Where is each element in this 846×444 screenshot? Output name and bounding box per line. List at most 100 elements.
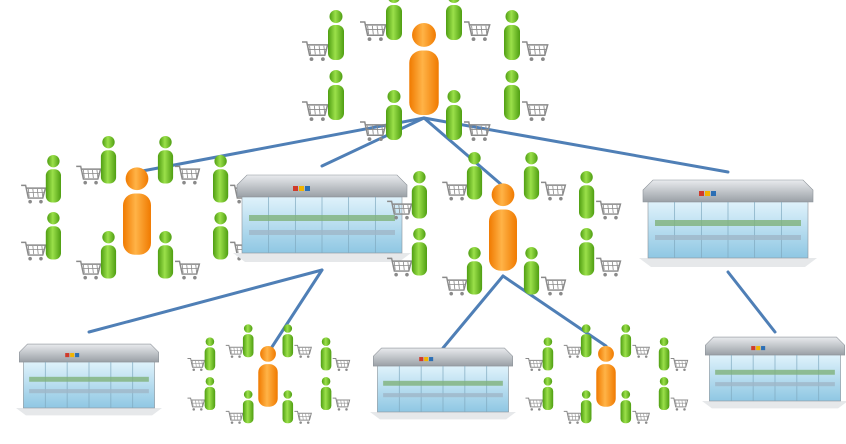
- person-green-icon: [579, 228, 595, 276]
- person-green-icon: [213, 212, 229, 260]
- shopping-cart-icon: [596, 200, 622, 220]
- person-green-icon: [213, 155, 229, 203]
- shopping-cart-icon: [225, 410, 244, 424]
- shopping-cart-icon: [360, 121, 387, 141]
- shopping-cart-icon: [21, 241, 47, 261]
- person-green-icon: [579, 171, 595, 219]
- person-green-icon: [542, 377, 554, 410]
- person-green-icon: [100, 231, 117, 279]
- connector-line: [501, 274, 608, 348]
- store-building-icon: [702, 336, 846, 409]
- person-green-icon: [328, 70, 344, 120]
- shopping-cart-icon: [525, 358, 544, 372]
- shopping-cart-icon: [670, 397, 689, 411]
- person-green-icon: [446, 0, 462, 40]
- person-orange-icon: [123, 167, 151, 255]
- person-green-icon: [523, 152, 540, 200]
- shopping-cart-icon: [632, 344, 650, 358]
- shopping-cart-icon: [563, 344, 582, 358]
- person-green-icon: [242, 390, 254, 424]
- person-green-icon: [45, 155, 61, 203]
- person-green-icon: [658, 377, 670, 410]
- store-building-icon: [16, 343, 162, 416]
- connector-lines: [87, 116, 777, 352]
- connector-line: [320, 116, 426, 168]
- person-green-icon: [411, 228, 427, 276]
- shopping-cart-icon: [541, 276, 567, 296]
- person-green-icon: [411, 171, 427, 219]
- person-green-icon: [320, 337, 332, 371]
- person-green-icon: [658, 337, 670, 371]
- shopping-cart-icon: [522, 101, 549, 121]
- person-green-icon: [580, 390, 592, 424]
- shopping-cart-icon: [302, 41, 329, 61]
- person-green-icon: [157, 136, 174, 184]
- shopping-cart-icon: [632, 410, 650, 424]
- person-green-icon: [504, 70, 520, 120]
- customer-group-l2-group-b: [525, 324, 689, 424]
- shopping-cart-icon: [76, 260, 102, 280]
- shopping-cart-icon: [670, 358, 689, 372]
- store-building-icon: [233, 174, 411, 262]
- shopping-cart-icon: [522, 41, 549, 61]
- shopping-cart-icon: [332, 397, 351, 411]
- customer-group-l1-group-left: [21, 136, 256, 280]
- shopping-cart-icon: [442, 181, 468, 201]
- nodes-layer: [16, 0, 846, 424]
- store-building-icon: [639, 179, 817, 267]
- customer-group-root: [302, 0, 549, 141]
- connector-line: [87, 268, 324, 334]
- connector-line: [441, 274, 505, 350]
- shopping-cart-icon: [442, 276, 468, 296]
- person-green-icon: [523, 247, 540, 295]
- person-green-icon: [466, 152, 483, 200]
- person-green-icon: [204, 337, 216, 371]
- connector-line: [726, 270, 777, 334]
- connector-line: [268, 268, 324, 352]
- person-green-icon: [580, 324, 592, 358]
- connector-line: [135, 116, 426, 174]
- person-green-icon: [386, 0, 402, 40]
- person-green-icon: [328, 10, 344, 60]
- person-green-icon: [100, 136, 117, 184]
- person-green-icon: [242, 324, 254, 358]
- shopping-cart-icon: [332, 358, 351, 372]
- shopping-cart-icon: [525, 397, 544, 411]
- person-green-icon: [45, 212, 61, 260]
- connector-line: [422, 116, 505, 188]
- person-green-icon: [504, 10, 520, 60]
- shopping-cart-icon: [21, 184, 47, 204]
- person-orange-icon: [258, 345, 278, 407]
- shopping-cart-icon: [387, 257, 413, 277]
- shopping-cart-icon: [76, 165, 102, 185]
- person-green-icon: [282, 390, 294, 424]
- shopping-cart-icon: [225, 344, 244, 358]
- shopping-cart-icon: [187, 358, 206, 372]
- person-orange-icon: [489, 183, 517, 271]
- shopping-cart-icon: [563, 410, 582, 424]
- person-green-icon: [320, 377, 332, 410]
- person-orange-icon: [409, 23, 439, 116]
- shopping-cart-icon: [187, 397, 206, 411]
- shopping-cart-icon: [387, 200, 413, 220]
- shopping-cart-icon: [175, 260, 201, 280]
- person-green-icon: [157, 231, 174, 279]
- store-building-icon: [370, 347, 516, 420]
- person-green-icon: [620, 390, 632, 424]
- shopping-cart-icon: [541, 181, 567, 201]
- person-orange-icon: [596, 345, 616, 407]
- person-green-icon: [466, 247, 483, 295]
- shopping-cart-icon: [175, 165, 201, 185]
- person-green-icon: [282, 324, 294, 358]
- person-green-icon: [446, 90, 462, 140]
- shopping-cart-icon: [302, 101, 329, 121]
- person-green-icon: [542, 337, 554, 371]
- customer-group-l1-group-center: [387, 152, 622, 296]
- shopping-cart-icon: [464, 121, 491, 141]
- shopping-cart-icon: [294, 410, 312, 424]
- person-green-icon: [204, 377, 216, 410]
- shopping-cart-icon: [360, 21, 387, 41]
- connector-line: [422, 116, 730, 174]
- customer-group-l2-group-a: [187, 324, 351, 424]
